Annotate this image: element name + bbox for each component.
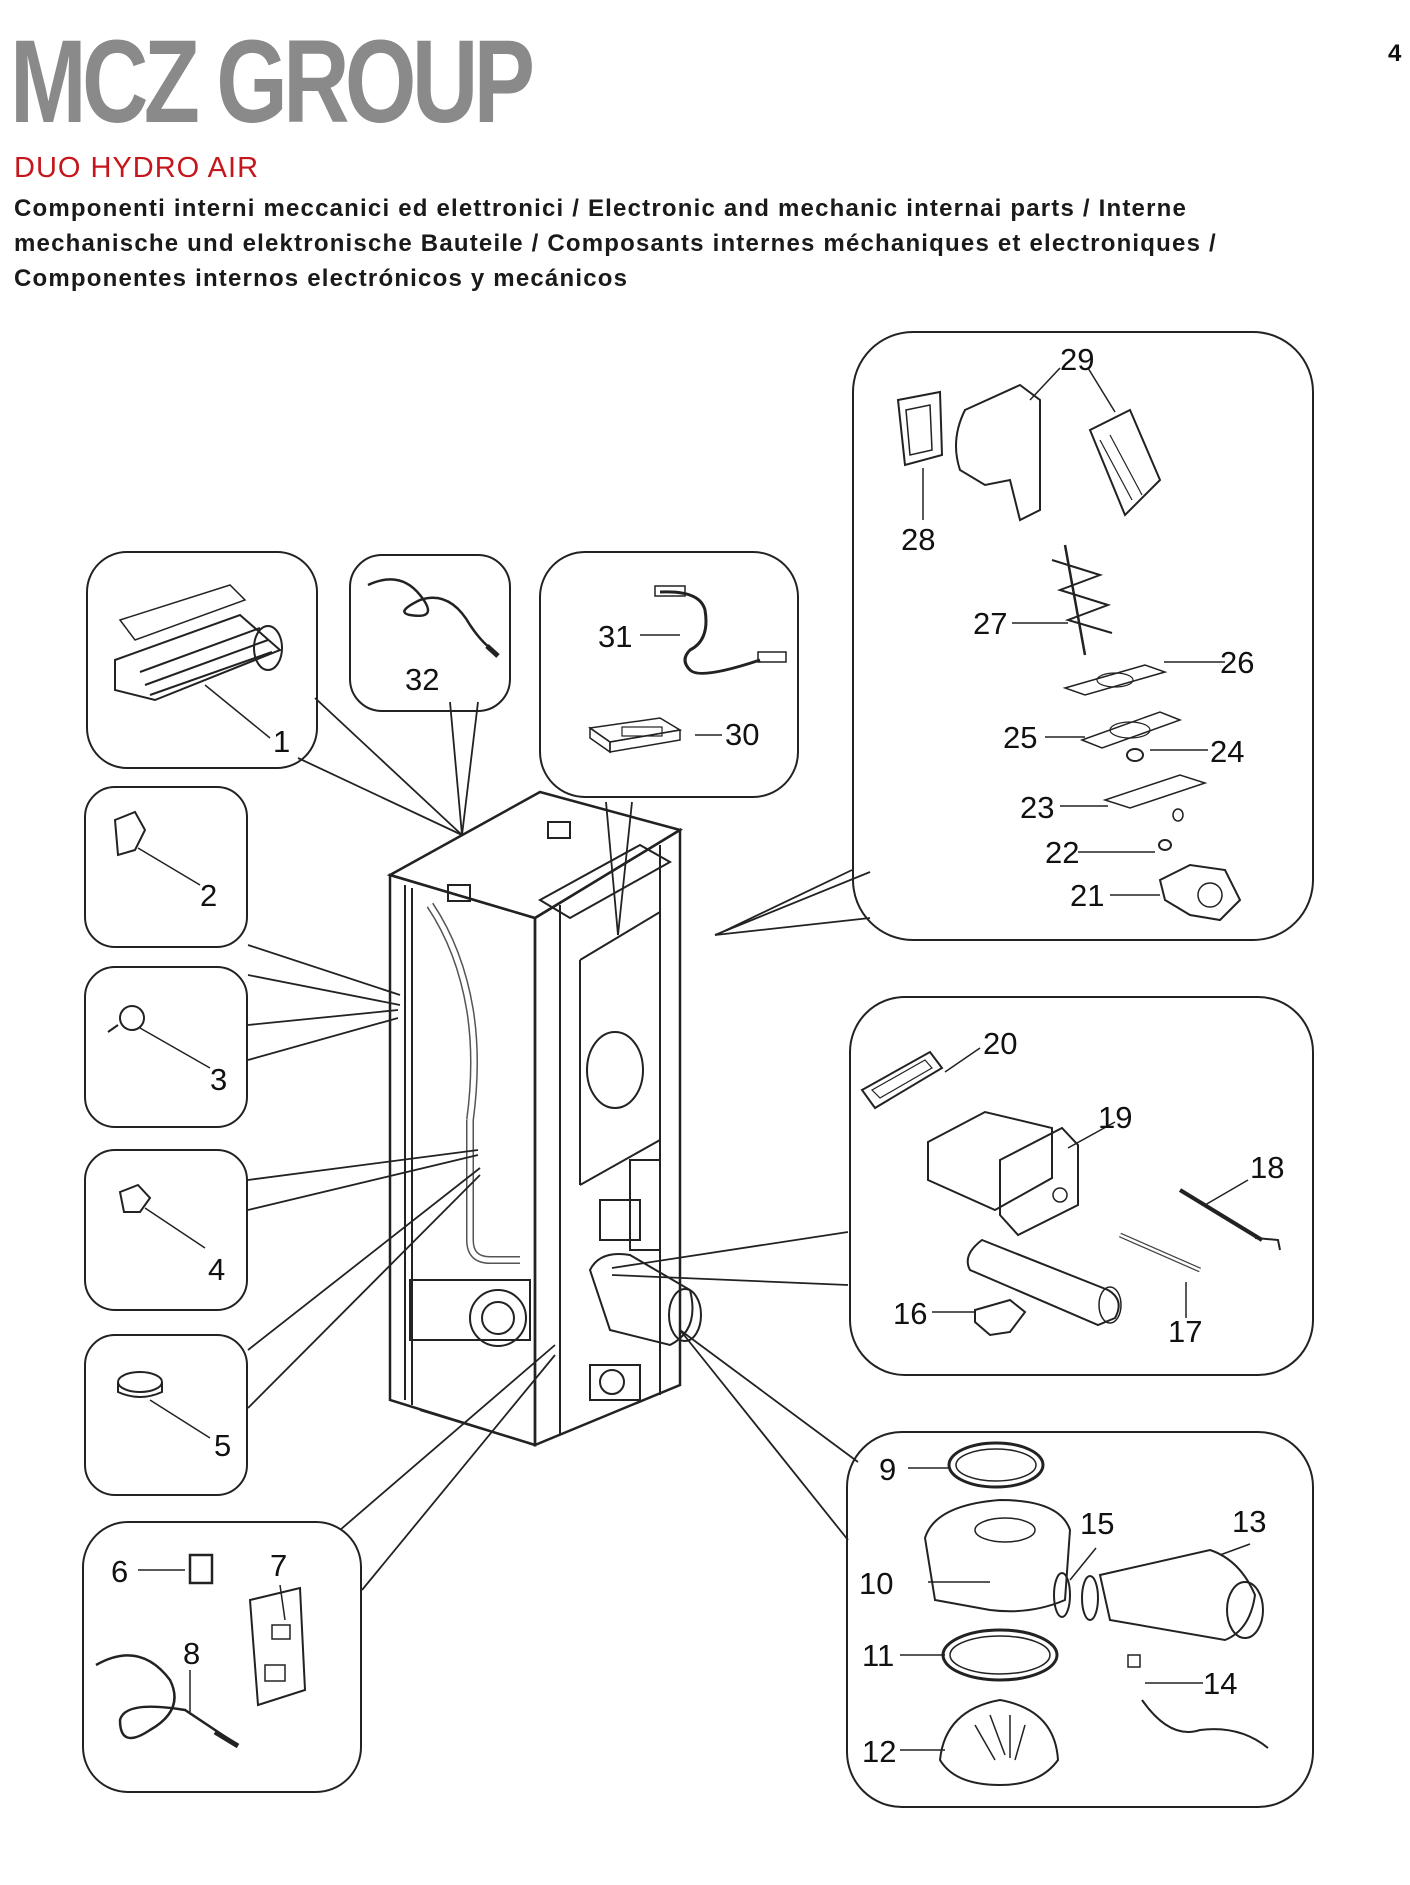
callout-23: 23 xyxy=(1020,790,1054,825)
callout-28: 28 xyxy=(901,522,935,557)
callout-7: 7 xyxy=(270,1548,287,1583)
callout-13: 13 xyxy=(1232,1504,1266,1539)
callout-2: 2 xyxy=(200,878,217,913)
callout-26: 26 xyxy=(1220,645,1254,680)
callout-19: 19 xyxy=(1098,1100,1132,1135)
callout-30: 30 xyxy=(725,717,759,752)
callout-22: 22 xyxy=(1045,835,1079,870)
page-number: 4 xyxy=(1388,40,1402,67)
callout-27: 27 xyxy=(973,606,1007,641)
callout-1: 1 xyxy=(273,724,290,759)
detail-box-parts-9-15 xyxy=(846,1431,1314,1808)
detail-box-part-1 xyxy=(86,551,318,769)
callout-4: 4 xyxy=(208,1252,225,1287)
callout-11: 11 xyxy=(862,1638,894,1673)
model-title: DUO HYDRO AIR xyxy=(14,152,260,184)
detail-box-parts-21-29 xyxy=(715,331,1314,941)
callout-18: 18 xyxy=(1250,1150,1284,1185)
callout-24: 24 xyxy=(1210,734,1244,769)
callout-31: 31 xyxy=(598,619,632,654)
callout-15: 15 xyxy=(1080,1506,1114,1541)
detail-box-part-5 xyxy=(84,1334,248,1496)
callout-labels: 1 2 3 4 5 6 7 8 9 10 11 13 12 14 15 16 1… xyxy=(111,342,1284,1769)
callout-5: 5 xyxy=(214,1428,231,1463)
detail-box-part-4 xyxy=(84,1149,248,1311)
callout-stubs xyxy=(900,367,1251,1751)
callout-6: 6 xyxy=(111,1554,128,1589)
leader-lines xyxy=(247,697,871,1591)
detail-box-parts-6-8 xyxy=(82,1521,362,1793)
detail-box-part-32 xyxy=(349,554,511,712)
callout-17: 17 xyxy=(1168,1314,1202,1349)
callout-9: 9 xyxy=(879,1452,896,1487)
callout-25: 25 xyxy=(1003,720,1037,755)
detail-box-parts-16-20 xyxy=(849,996,1314,1376)
callout-20: 20 xyxy=(983,1026,1017,1061)
stove-body xyxy=(386,790,702,1447)
detail-box-parts-30-31 xyxy=(539,551,799,798)
callout-12: 12 xyxy=(862,1734,896,1769)
callout-32: 32 xyxy=(405,662,439,697)
callout-14: 14 xyxy=(1203,1666,1237,1701)
callout-10: 10 xyxy=(859,1566,893,1601)
detail-box-part-2 xyxy=(84,786,248,948)
parts-subtitle: Componenti interni meccanici ed elettron… xyxy=(14,195,1217,292)
callout-29: 29 xyxy=(1060,342,1094,377)
detail-box-part-3 xyxy=(84,966,248,1128)
callout-21: 21 xyxy=(1070,878,1104,913)
callout-8: 8 xyxy=(183,1636,200,1671)
callout-16: 16 xyxy=(893,1296,927,1331)
brand-logo: MCZ GROUP xyxy=(10,16,535,148)
callout-3: 3 xyxy=(210,1062,227,1097)
